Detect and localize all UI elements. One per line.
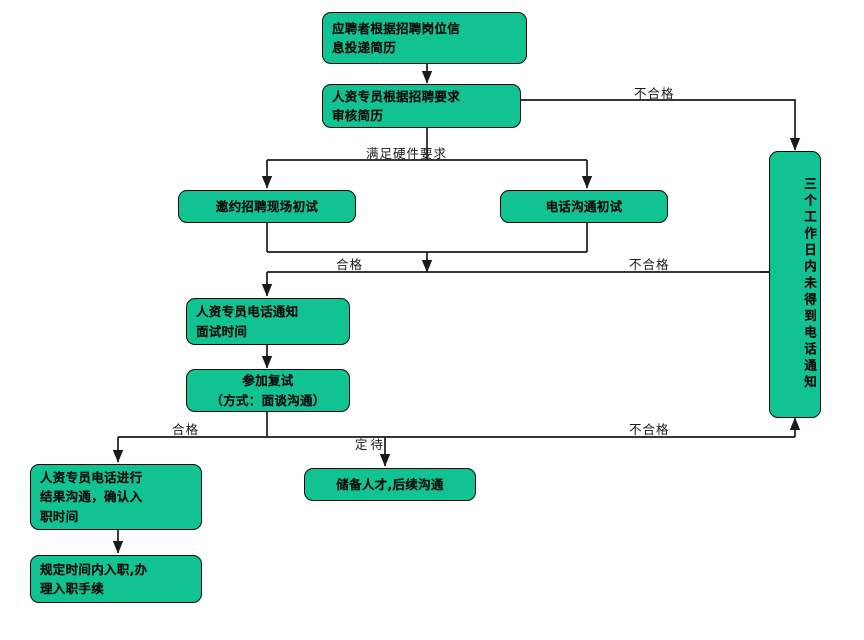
edge-n2-n10 <box>521 99 801 151</box>
node-hr-review-resume[interactable]: 人资专员根据招聘要求 审核简历 <box>322 84 521 128</box>
node-onsite-first-interview-label: 邀约招聘现场初试 <box>215 198 319 214</box>
node-hr-notify-interview-time[interactable]: 人资专员电话通知 面试时间 <box>186 298 350 345</box>
edge-label-pending: 待 定 <box>352 438 384 454</box>
node-apply-resume-label: 应聘者根据招聘岗位信 息投递简历 <box>332 20 461 55</box>
node-talent-pool-label: 储备人才,后续沟通 <box>336 476 444 492</box>
node-onboarding-label: 规定时间内入职,办 理入职手续 <box>40 561 148 596</box>
edge-label-pass-first: 合格 <box>336 257 364 272</box>
node-talent-pool[interactable]: 储备人才,后续沟通 <box>304 468 476 501</box>
edge-label-meets-requirements: 满足硬件要求 <box>366 146 448 161</box>
node-apply-resume[interactable]: 应聘者根据招聘岗位信 息投递简历 <box>322 12 527 64</box>
node-hr-notify-interview-time-label: 人资专员电话通知 面试时间 <box>196 304 299 339</box>
node-no-call-in-three-days[interactable]: 三个工作日内未得到电话通知 <box>769 151 821 418</box>
edge-label-fail-second: 不合格 <box>629 422 670 437</box>
node-hr-result-call-label: 人资专员电话进行 结果沟通，确认入 职时间 <box>40 469 143 524</box>
node-phone-first-interview[interactable]: 电话沟通初试 <box>500 190 668 223</box>
edge-label-fail-resume: 不合格 <box>634 86 675 101</box>
node-no-call-in-three-days-label: 三个工作日内未得到电话通知 <box>802 177 817 392</box>
node-hr-review-resume-label: 人资专员根据招聘要求 审核简历 <box>332 88 461 123</box>
edge-label-fail-first: 不合格 <box>629 257 670 272</box>
node-onboarding[interactable]: 规定时间内入职,办 理入职手续 <box>30 555 202 603</box>
node-onsite-first-interview[interactable]: 邀约招聘现场初试 <box>178 190 356 223</box>
node-phone-first-interview-label: 电话沟通初试 <box>545 198 623 214</box>
node-second-interview[interactable]: 参加复试 （方式：面谈沟通） <box>186 369 350 412</box>
node-hr-result-call[interactable]: 人资专员电话进行 结果沟通，确认入 职时间 <box>30 464 202 530</box>
edge-label-pass-second: 合格 <box>172 422 200 437</box>
node-second-interview-label: 参加复试 （方式：面谈沟通） <box>210 373 326 408</box>
